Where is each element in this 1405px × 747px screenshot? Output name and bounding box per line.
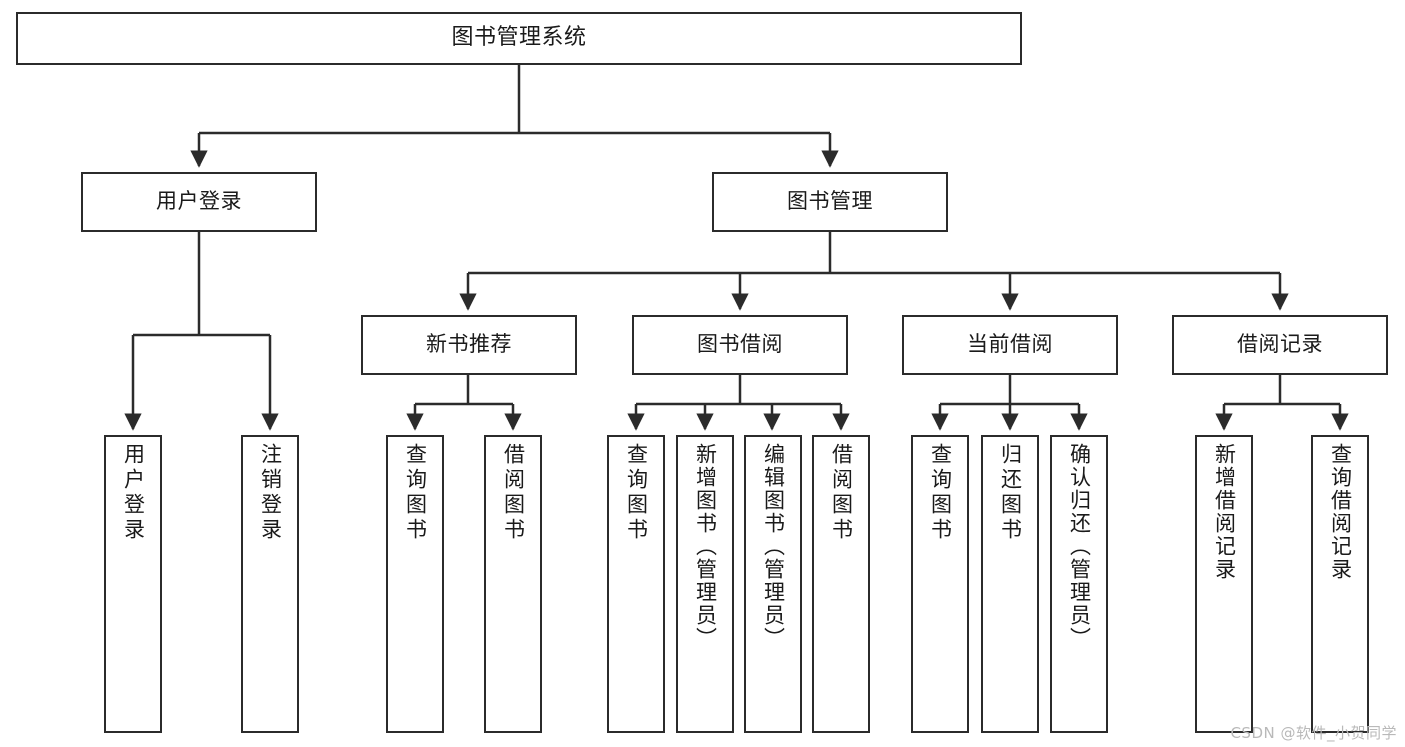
leaf-query-book-current[interactable]: 查询图书 [911, 435, 969, 733]
leaf-return-book[interactable]: 归还图书 [981, 435, 1039, 733]
node-label: 查询图书 [624, 443, 649, 543]
node-borrow-records[interactable]: 借阅记录 [1172, 315, 1388, 375]
node-label: 借阅图书 [829, 443, 854, 543]
node-label: 新增图书（管理员） [693, 443, 718, 650]
leaf-query-book-recommendation[interactable]: 查询图书 [386, 435, 444, 733]
node-label: 借阅图书 [501, 443, 526, 543]
node-user-login[interactable]: 用户登录 [81, 172, 317, 232]
node-current-borrowing[interactable]: 当前借阅 [902, 315, 1118, 375]
node-label: 图书管理系统 [451, 25, 587, 51]
node-label: 图书管理 [787, 189, 873, 214]
leaf-edit-book-admin[interactable]: 编辑图书（管理员） [744, 435, 802, 733]
node-label: 注销登录 [258, 443, 283, 543]
node-label: 新书推荐 [426, 332, 512, 357]
leaf-logout-login[interactable]: 注销登录 [241, 435, 299, 733]
node-book-management[interactable]: 图书管理 [712, 172, 948, 232]
node-label: 用户登录 [121, 443, 146, 543]
node-new-book-recommendation[interactable]: 新书推荐 [361, 315, 577, 375]
node-label: 借阅记录 [1237, 332, 1323, 357]
node-book-borrowing[interactable]: 图书借阅 [632, 315, 848, 375]
node-label: 查询图书 [403, 443, 428, 543]
leaf-confirm-return-admin[interactable]: 确认归还（管理员） [1050, 435, 1108, 733]
leaf-query-borrow-record[interactable]: 查询借阅记录 [1311, 435, 1369, 733]
leaf-borrow-book-recommendation[interactable]: 借阅图书 [484, 435, 542, 733]
leaf-query-book-borrowing[interactable]: 查询图书 [607, 435, 665, 733]
leaf-add-book-admin[interactable]: 新增图书（管理员） [676, 435, 734, 733]
node-label: 查询借阅记录 [1328, 443, 1353, 581]
node-label: 图书借阅 [697, 332, 783, 357]
node-label: 新增借阅记录 [1212, 443, 1237, 581]
node-label: 确认归还（管理员） [1067, 443, 1092, 650]
leaf-borrow-book-borrowing[interactable]: 借阅图书 [812, 435, 870, 733]
node-label: 用户登录 [156, 189, 242, 214]
node-label: 查询图书 [928, 443, 953, 543]
leaf-add-borrow-record[interactable]: 新增借阅记录 [1195, 435, 1253, 733]
leaf-user-login[interactable]: 用户登录 [104, 435, 162, 733]
node-label: 编辑图书（管理员） [761, 443, 786, 650]
node-label: 当前借阅 [967, 332, 1053, 357]
node-label: 归还图书 [998, 443, 1023, 543]
node-root-system[interactable]: 图书管理系统 [16, 12, 1022, 65]
csdn-watermark: CSDN @软件_小贺同学 [1230, 724, 1397, 742]
